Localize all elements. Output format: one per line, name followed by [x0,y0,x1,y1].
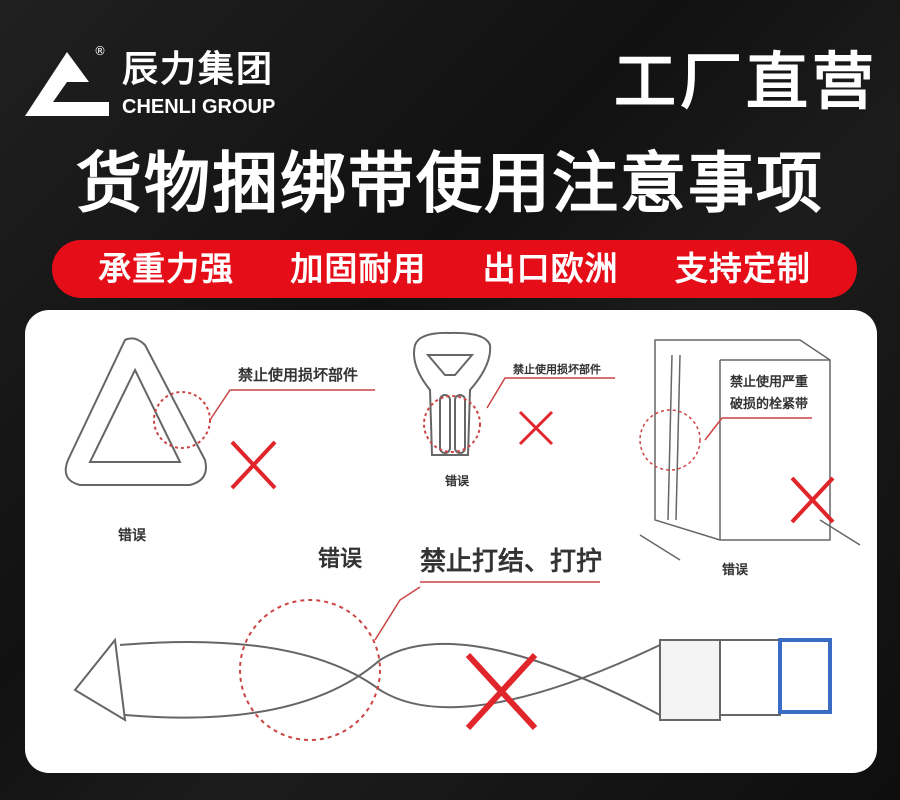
triangle-verdict: 错误 [118,527,147,544]
triangle-ring-illustration [64,337,375,486]
double-ring-illustration [413,331,615,456]
usage-illustrations: 禁止使用损坏部件 错误 禁止使用损坏部件 错误 禁止使用严重 破损的栓紧带 错误… [64,331,861,741]
feature-item: 加固耐用 [290,249,427,288]
twisted-strap-illustration [73,586,832,741]
double-ring-note: 禁止使用损坏部件 [513,362,601,376]
box-note-line1: 禁止使用严重 [730,374,808,390]
factory-direct-badge: 工厂直营 [613,45,878,118]
page-title: 货物捆绑带使用注意事项 [76,145,824,222]
cross-mark-icon [230,440,277,490]
registered-mark: ® [94,44,106,58]
box-note-line2: 破损的栓紧带 [730,396,808,412]
feature-banner: 承重力强 加固耐用 出口欧洲 支持定制 [52,240,857,298]
feature-item: 承重力强 [98,249,235,288]
box-illustration [639,339,861,561]
brand-name-cn: 辰力集团 [122,49,275,90]
illustration-panel: 禁止使用损坏部件 错误 禁止使用损坏部件 错误 禁止使用严重 破损的栓紧带 错误… [25,310,877,773]
feature-item: 支持定制 [674,249,811,288]
cross-mark-icon [465,652,538,731]
brand-logo-icon [25,52,109,116]
box-verdict: 错误 [722,562,749,578]
feature-item: 出口欧洲 [482,249,619,288]
triangle-note: 禁止使用损坏部件 [238,366,358,384]
strap-verdict: 错误 [318,546,363,572]
cross-mark-icon [518,410,554,446]
double-ring-verdict: 错误 [445,473,470,488]
strap-note: 禁止打结、打拧 [420,546,602,577]
brand-name-en: CHENLI GROUP [122,96,276,118]
cross-mark-icon [790,476,835,524]
